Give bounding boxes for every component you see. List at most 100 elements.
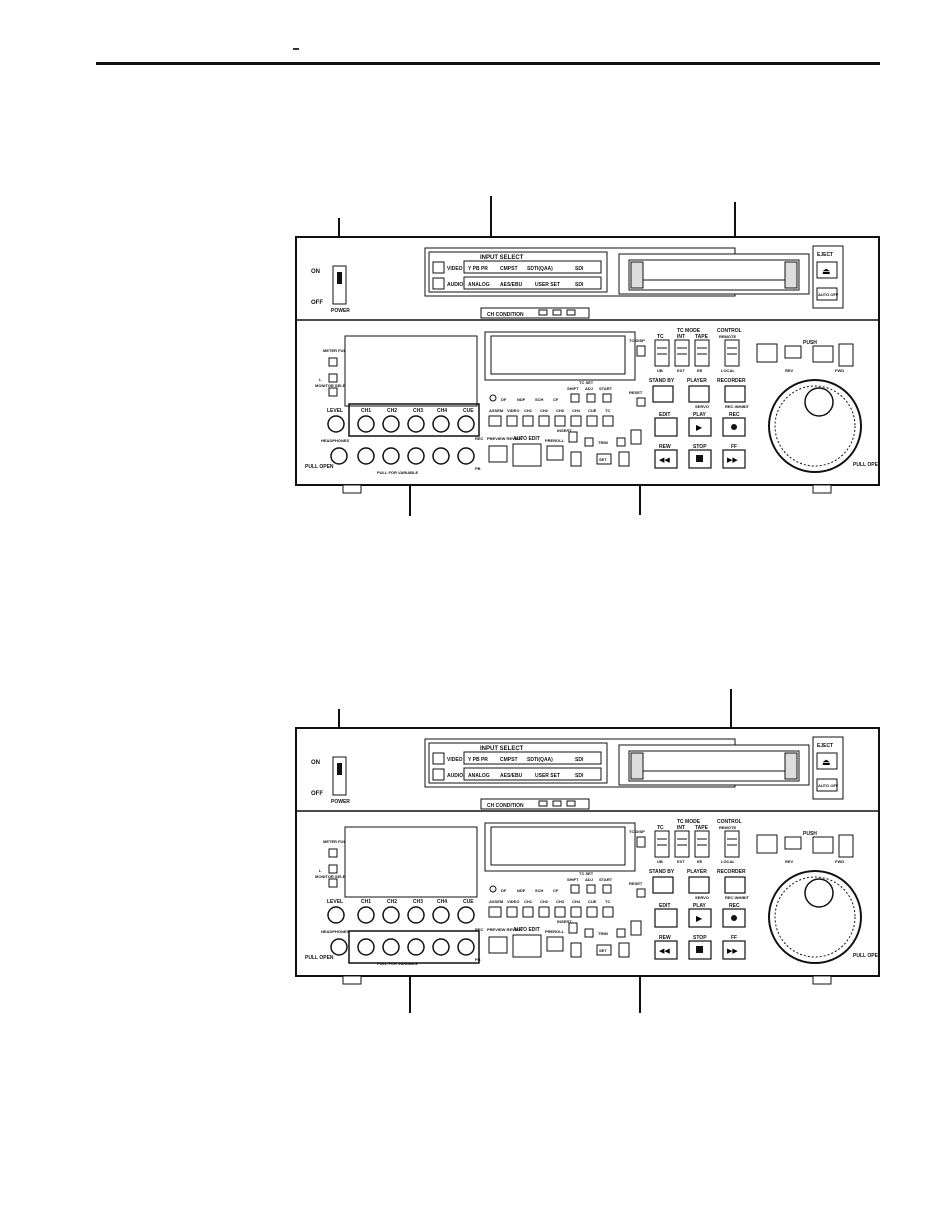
insert-video-button[interactable] (506, 906, 518, 918)
monitor-l-button[interactable] (328, 864, 338, 874)
meter-button[interactable] (328, 357, 338, 367)
ff-button[interactable] (722, 449, 746, 469)
control-switch[interactable] (724, 339, 740, 367)
video-input-button[interactable] (432, 752, 445, 765)
meter-button[interactable] (328, 848, 338, 858)
start-button[interactable] (602, 393, 612, 403)
start-button[interactable] (602, 884, 612, 894)
level-knob[interactable] (327, 415, 345, 433)
jog-shuttle-dial[interactable] (768, 379, 862, 473)
shift-button[interactable] (570, 393, 580, 403)
auto-off-button[interactable] (816, 287, 838, 301)
tc-ub-switch[interactable] (654, 830, 670, 858)
ch3-rec-knob[interactable] (407, 415, 425, 433)
standby-button[interactable] (652, 385, 674, 403)
insert-cue-button[interactable] (586, 906, 598, 918)
ch3-rec-knob[interactable] (407, 906, 425, 924)
cue-pb-knob[interactable] (457, 447, 475, 465)
shift-button[interactable] (570, 884, 580, 894)
recorder-button[interactable] (724, 876, 746, 894)
adj-button[interactable] (586, 884, 596, 894)
assemble-button[interactable] (488, 906, 502, 918)
tc-mode-switch[interactable] (674, 339, 690, 367)
insert-ch1-button[interactable] (522, 906, 534, 918)
insert-cue-button[interactable] (586, 415, 598, 427)
insert-ch4-button[interactable] (570, 415, 582, 427)
play-button[interactable] (688, 908, 712, 928)
out-button[interactable] (618, 942, 630, 958)
ch2-pb-knob[interactable] (382, 938, 400, 956)
ch2-rec-knob[interactable] (382, 415, 400, 433)
tc-disp-button[interactable] (636, 345, 646, 357)
trim-minus-button[interactable] (584, 437, 594, 447)
cue-rec-knob[interactable] (457, 906, 475, 924)
level-knob[interactable] (327, 906, 345, 924)
ch1-rec-knob[interactable] (357, 415, 375, 433)
trim-up-button[interactable] (568, 922, 578, 934)
tc-ub-switch[interactable] (654, 339, 670, 367)
play-button[interactable] (688, 417, 712, 437)
insert-ch2-button[interactable] (538, 415, 550, 427)
ch2-pb-knob[interactable] (382, 447, 400, 465)
rew-button[interactable] (654, 940, 678, 960)
adj-button[interactable] (586, 393, 596, 403)
auto-edit-button[interactable] (512, 443, 542, 467)
set-button[interactable] (596, 453, 612, 465)
ff-button[interactable] (722, 940, 746, 960)
set-button[interactable] (596, 944, 612, 956)
player-button[interactable] (688, 876, 710, 894)
ch3-pb-knob[interactable] (407, 447, 425, 465)
ch4-pb-knob[interactable] (432, 938, 450, 956)
reset-button[interactable] (636, 888, 646, 898)
ch1-pb-knob[interactable] (357, 938, 375, 956)
ch1-rec-knob[interactable] (357, 906, 375, 924)
insert-ch1-button[interactable] (522, 415, 534, 427)
preview-review-button[interactable] (488, 936, 508, 954)
in-button[interactable] (570, 451, 582, 467)
insert-ch4-button[interactable] (570, 906, 582, 918)
audio-input-button[interactable] (432, 277, 445, 290)
cue-rec-knob[interactable] (457, 415, 475, 433)
insert-ch3-button[interactable] (554, 906, 566, 918)
jog-mode-button[interactable] (756, 343, 778, 363)
insert-video-button[interactable] (506, 415, 518, 427)
insert-ch2-button[interactable] (538, 906, 550, 918)
insert-ch3-button[interactable] (554, 415, 566, 427)
trim-right-button[interactable] (630, 429, 642, 445)
insert-tc-button[interactable] (602, 415, 614, 427)
monitor-r-button[interactable] (328, 387, 338, 397)
in-button[interactable] (570, 942, 582, 958)
ch4-rec-knob[interactable] (432, 415, 450, 433)
eject-button[interactable] (816, 752, 838, 770)
ch3-pb-knob[interactable] (407, 938, 425, 956)
preview-review-button[interactable] (488, 445, 508, 463)
preroll-button[interactable] (546, 445, 564, 461)
monitor-l-button[interactable] (328, 373, 338, 383)
preroll-button[interactable] (546, 936, 564, 952)
monitor-r-button[interactable] (328, 878, 338, 888)
assemble-button[interactable] (488, 415, 502, 427)
jog-shuttle-dial[interactable] (768, 870, 862, 964)
ch2-rec-knob[interactable] (382, 906, 400, 924)
eject-button[interactable] (816, 261, 838, 279)
tc-mode-switch[interactable] (674, 830, 690, 858)
tc-disp-button[interactable] (636, 836, 646, 848)
trim-up-button[interactable] (568, 431, 578, 443)
trim-right-button[interactable] (630, 920, 642, 936)
video-input-button[interactable] (432, 261, 445, 274)
insert-tc-button[interactable] (602, 906, 614, 918)
cue-pb-knob[interactable] (457, 938, 475, 956)
trim-plus-button[interactable] (616, 437, 626, 447)
headphones-jack[interactable] (330, 447, 348, 465)
ch1-pb-knob[interactable] (357, 447, 375, 465)
auto-edit-button[interactable] (512, 934, 542, 958)
audio-input-button[interactable] (432, 768, 445, 781)
edit-button[interactable] (654, 417, 678, 437)
tape-ee-switch[interactable] (694, 830, 710, 858)
auto-off-button[interactable] (816, 778, 838, 792)
ch4-rec-knob[interactable] (432, 906, 450, 924)
jog-mode-button[interactable] (756, 834, 778, 854)
ch4-pb-knob[interactable] (432, 447, 450, 465)
trim-plus-button[interactable] (616, 928, 626, 938)
trim-minus-button[interactable] (584, 928, 594, 938)
